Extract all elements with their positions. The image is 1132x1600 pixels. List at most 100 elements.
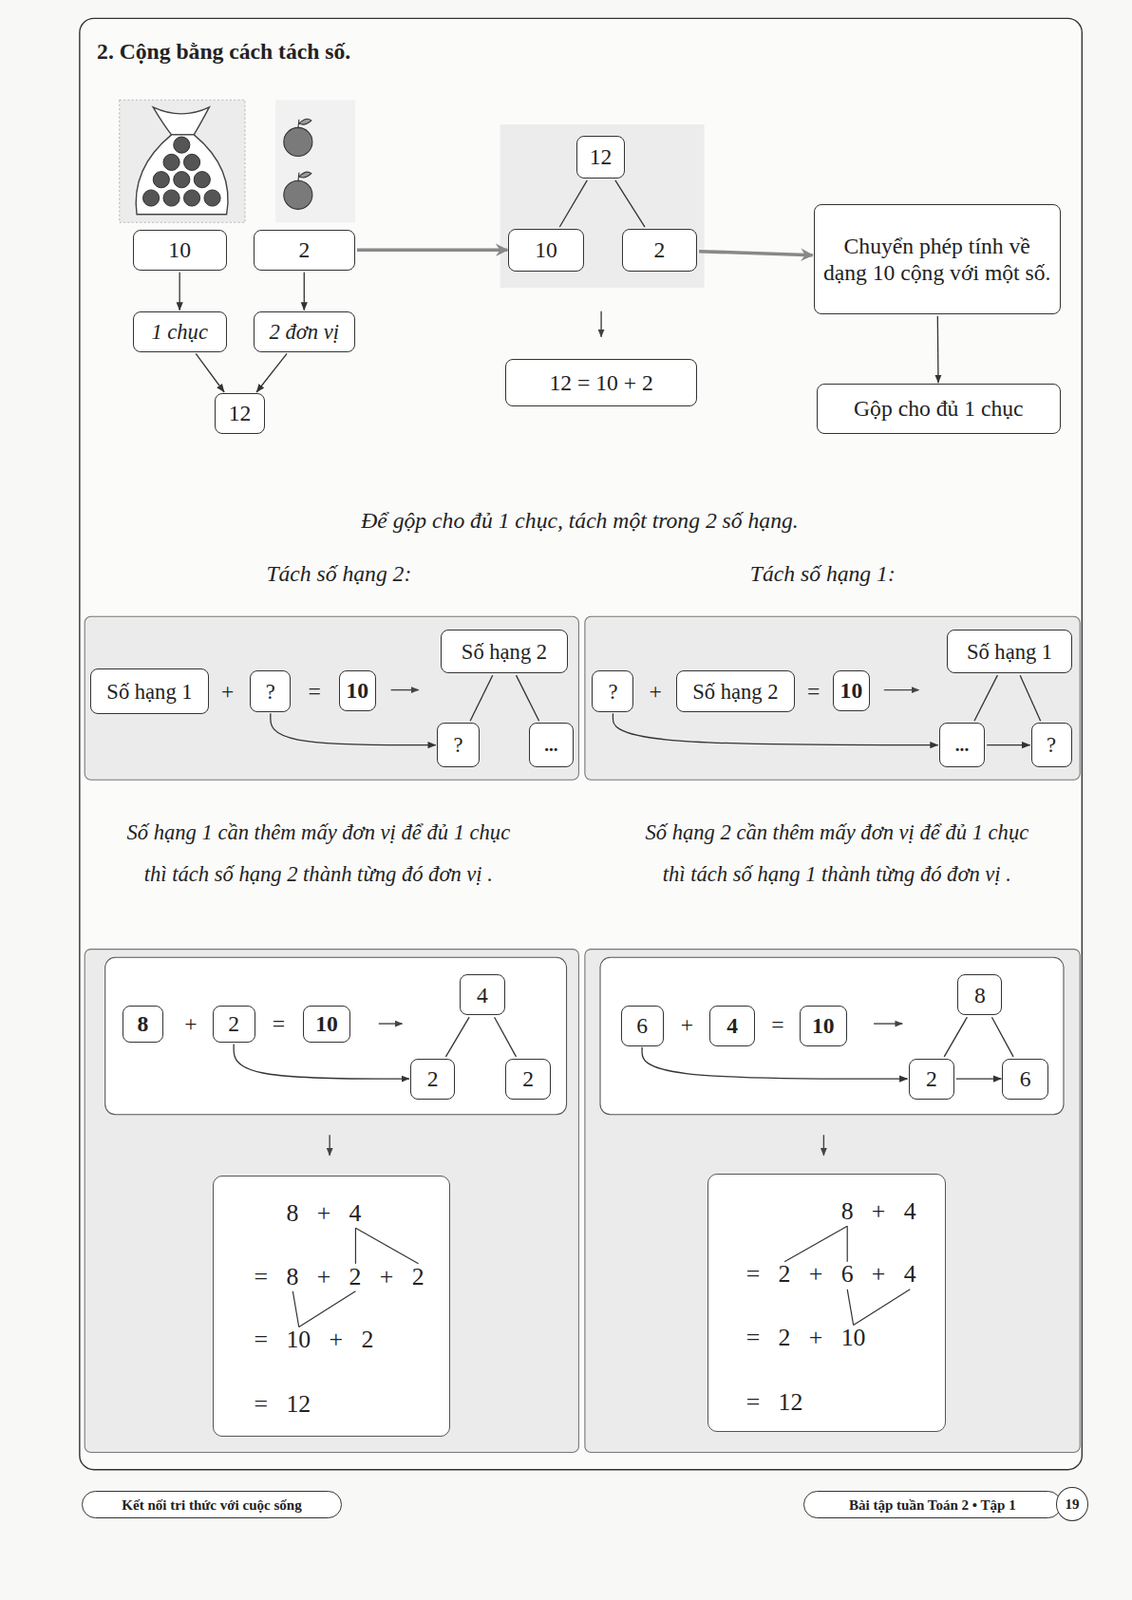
box-text: 2: [427, 1065, 439, 1093]
section-heading: Tách số hạng 1:: [690, 560, 956, 587]
bag-picture-ground: [119, 99, 246, 223]
curved-arrow: [233, 1043, 410, 1079]
footer-badge: Kết nối tri thức với cuộc sống: [81, 1490, 342, 1519]
calculation-row: = 2 + 10: [746, 1323, 867, 1354]
box-text: 2: [653, 236, 665, 264]
split-line: [784, 1226, 848, 1263]
arrow: [937, 316, 940, 383]
small-arrows: [329, 311, 919, 1156]
box-text: ?: [607, 679, 618, 705]
apple: [283, 127, 313, 156]
box-text: 12 = 10 + 2: [548, 369, 653, 397]
number-box: 8: [122, 1005, 164, 1044]
number-box: 12: [576, 135, 625, 179]
number-box: 6: [1001, 1058, 1048, 1100]
tree-line: [445, 1017, 470, 1057]
number-box: 10: [799, 1005, 849, 1047]
box-text: Số hạng 2: [461, 639, 548, 665]
addend-box: Số hạng 2: [676, 670, 796, 713]
number-box: 2: [908, 1058, 955, 1100]
curved-arrow: [641, 1047, 908, 1079]
calculation-row: 8 + 4: [285, 1198, 361, 1228]
number-box: 10: [832, 670, 870, 712]
box-text: 2: [298, 236, 310, 264]
box-text: 6: [1019, 1065, 1032, 1093]
bag-apples: [142, 136, 221, 207]
apple: [142, 189, 159, 207]
unknown-box: ?: [1031, 722, 1073, 768]
box-text: 6: [636, 1012, 648, 1039]
split-line: [292, 1291, 299, 1328]
box-text: 1 chục: [150, 319, 208, 345]
tree-line: [494, 1017, 517, 1057]
split-line: [354, 1227, 356, 1265]
tree-line: [559, 180, 587, 227]
footer-badge: Bài tập tuần Toán 2 • Tập 1: [803, 1490, 1062, 1519]
apple: [163, 189, 180, 207]
page-art: [79, 18, 1082, 1470]
box-text: 19: [1065, 1495, 1080, 1513]
box-text: 4: [726, 1012, 738, 1039]
section-heading: Tách số hạng 2:: [206, 560, 472, 587]
step-box: Chuyển phép tính về dạng 10 cộng với một…: [813, 204, 1061, 315]
number-box: 6: [621, 1005, 664, 1047]
box-text: Số hạng 1: [966, 639, 1053, 665]
example-frame: [105, 957, 567, 1115]
tree-line: [1019, 675, 1040, 721]
number-box: 8: [957, 974, 1002, 1016]
equation-box: 12 = 10 + 2: [505, 358, 698, 406]
box-text: 10: [811, 1012, 835, 1039]
page-frame: [79, 18, 1082, 1470]
number-box: 10: [132, 229, 227, 271]
apple-picture-ground: [275, 99, 356, 223]
apple: [173, 171, 190, 189]
place-value-box: 2 đơn vị: [253, 311, 356, 353]
tree-line: [943, 1017, 967, 1057]
apple: [283, 180, 313, 209]
apple: [163, 153, 180, 170]
calculation-row: = 8 + 2 + 2: [254, 1262, 425, 1292]
arrow: [956, 1077, 1002, 1079]
number-box: 10: [339, 670, 377, 712]
box-text: 2 đơn vị: [269, 319, 340, 345]
arrow: [256, 353, 287, 393]
panel: [584, 616, 1080, 780]
arrow: [698, 251, 813, 256]
number-box: 2: [253, 229, 356, 271]
down-arrow: [328, 1134, 330, 1155]
apple-stem: [298, 171, 312, 182]
plus-sign: +: [212, 677, 244, 704]
small-arrow: [873, 1022, 903, 1024]
bag-top: [152, 107, 209, 135]
box-text: ?: [265, 679, 276, 705]
small-arrow: [391, 689, 419, 691]
split-line: [847, 1289, 853, 1326]
equals-sign: =: [299, 677, 330, 704]
tree-line: [974, 675, 998, 721]
calculation-box: 8 + 4 = 8 + 2 + 2 = 10 + 2 = 12: [212, 1175, 451, 1437]
box-text: 10: [534, 236, 558, 264]
calculation-row: = 2 + 6 + 4: [746, 1260, 917, 1290]
number-box: 4: [459, 974, 506, 1016]
split-line: [355, 1227, 418, 1265]
plus-sign: +: [671, 1011, 702, 1038]
panel: [84, 949, 579, 1453]
arrow: [986, 744, 1030, 746]
box-text: Kết nối tri thức với cuộc sống: [121, 1496, 302, 1514]
box-text: 8: [974, 981, 986, 1009]
number-box: 2: [410, 1058, 455, 1100]
box-text: 10: [345, 677, 369, 704]
apple: [183, 153, 200, 170]
box-text: ...: [544, 734, 559, 756]
unknown-box: ?: [591, 670, 634, 713]
addend-box: Số hạng 1: [90, 668, 210, 715]
calculation-box: 8 + 4= 2 + 6 + 4= 2 + 10= 12: [707, 1173, 947, 1433]
apple: [173, 136, 190, 153]
box-text: ?: [1046, 732, 1057, 758]
box-text: Số hạng 1: [106, 679, 192, 705]
calculation-row: = 12: [254, 1389, 312, 1419]
calculation-row: = 10 + 2: [254, 1325, 375, 1356]
tree-ground: [500, 124, 705, 288]
equals-sign: =: [798, 677, 830, 704]
